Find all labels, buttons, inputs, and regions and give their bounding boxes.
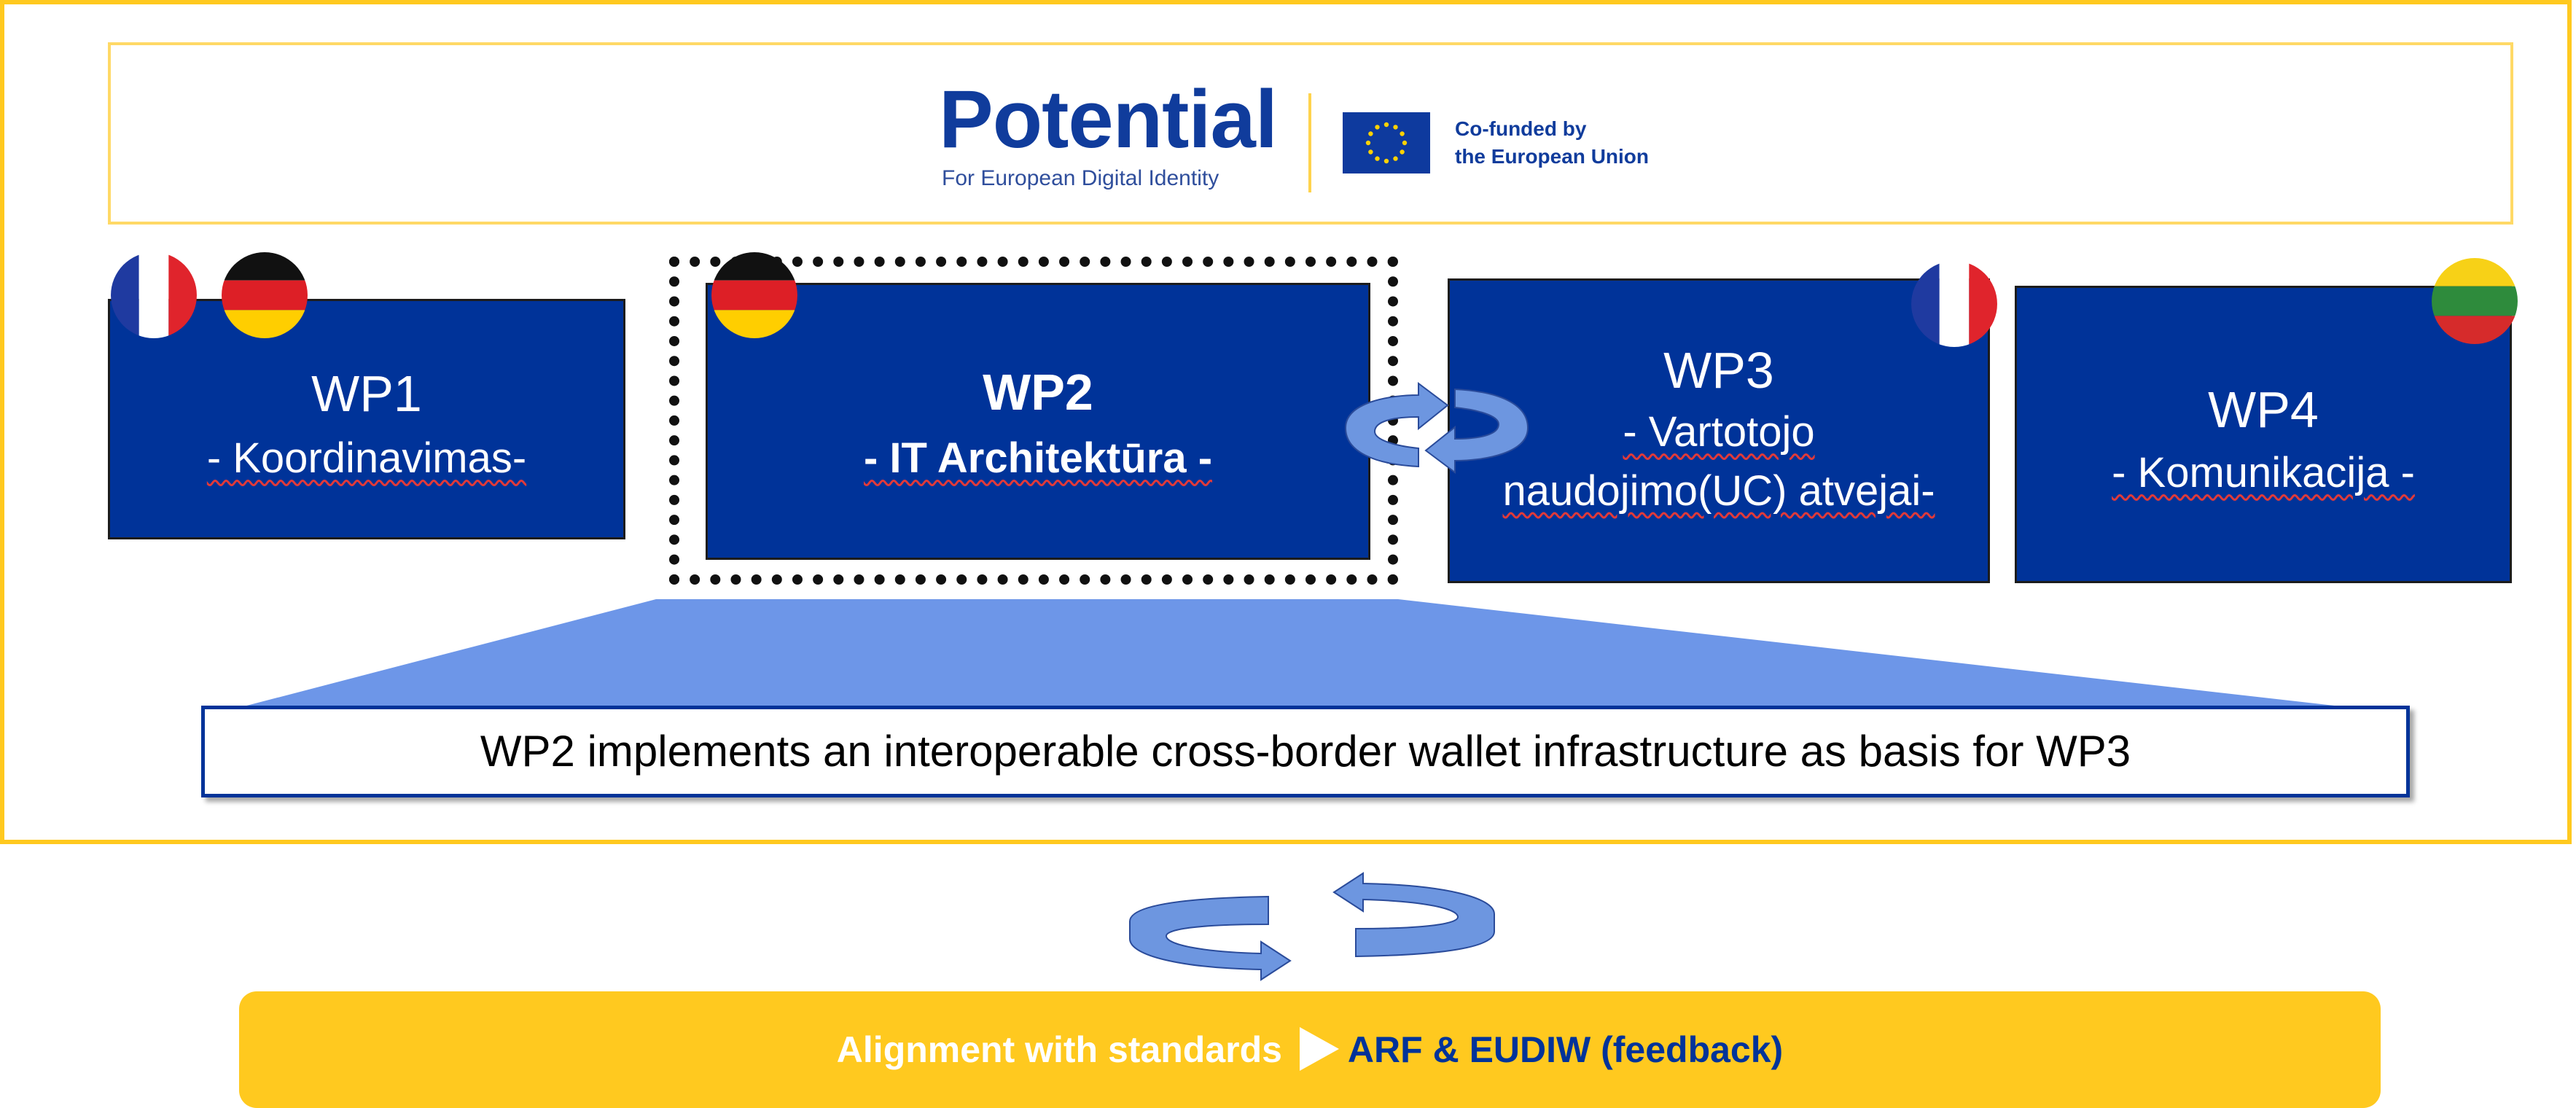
wp2-highlight-frame bbox=[669, 257, 1398, 585]
france-flag-icon bbox=[111, 252, 197, 338]
wp3-title: WP3 bbox=[1663, 342, 1774, 399]
wp1-title: WP1 bbox=[311, 365, 422, 422]
alignment-prefix: Alignment with standards bbox=[836, 1029, 1282, 1070]
lithuania-flag-icon bbox=[2432, 258, 2518, 344]
play-triangle-icon bbox=[1299, 1027, 1339, 1071]
wp2-box[interactable]: WP2 - IT Architektūra - bbox=[706, 283, 1370, 560]
wp1-subtitle: - Koordinavimas- bbox=[206, 434, 527, 482]
wp3-subtitle-1: - Vartotojo bbox=[1623, 408, 1815, 456]
wp3-box[interactable]: WP3 - Vartotojo naudojimo(UC) atvejai- bbox=[1448, 278, 1990, 583]
germany-flag-icon bbox=[222, 252, 308, 338]
wp2-subtitle: - IT Architektūra - bbox=[863, 434, 1213, 482]
cycle-arrows-icon bbox=[1344, 382, 1529, 474]
outer-frame bbox=[0, 0, 2572, 844]
cofunded-label: Co-funded by the European Union bbox=[1455, 115, 1649, 171]
cofunded-line-2: the European Union bbox=[1455, 145, 1649, 168]
germany-flag-icon bbox=[711, 252, 797, 338]
callout-wedge bbox=[219, 599, 2398, 713]
logo-bar bbox=[108, 42, 2513, 225]
wp4-box[interactable]: WP4 - Komunikacija - bbox=[2015, 286, 2512, 583]
potential-logo-text: Potential bbox=[939, 74, 1278, 165]
france-flag-icon bbox=[1911, 261, 1997, 347]
logo-divider bbox=[1308, 93, 1311, 192]
wp2-title: WP2 bbox=[983, 364, 1093, 421]
wp1-box[interactable]: WP1 - Koordinavimas- bbox=[108, 299, 625, 539]
potential-tagline: For European Digital Identity bbox=[942, 166, 1219, 190]
cycle-arrows-icon bbox=[1129, 872, 1495, 981]
wp3-subtitle-2: naudojimo(UC) atvejai- bbox=[1502, 467, 1935, 515]
wp2-description: WP2 implements an interoperable cross-bo… bbox=[201, 706, 2410, 797]
alignment-highlight: ARF & EUDIW (feedback) bbox=[1347, 1029, 1784, 1070]
cofunded-line-1: Co-funded by bbox=[1455, 117, 1587, 140]
eu-flag-icon bbox=[1343, 112, 1430, 173]
alignment-bar: Alignment with standards ARF & EUDIW (fe… bbox=[239, 991, 2381, 1108]
wp4-subtitle: - Komunikacija - bbox=[2112, 449, 2415, 496]
wp4-title: WP4 bbox=[2208, 381, 2319, 438]
alignment-text: Alignment with standards ARF & EUDIW (fe… bbox=[239, 991, 2381, 1108]
